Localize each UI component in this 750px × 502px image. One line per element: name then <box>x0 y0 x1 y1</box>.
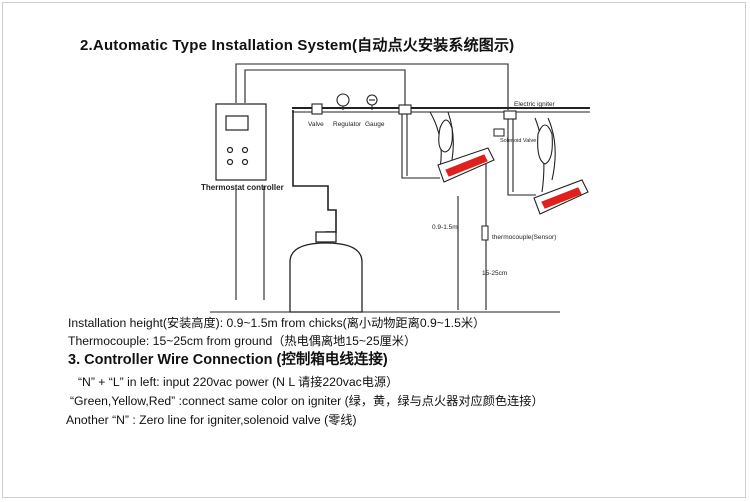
section-2-title: 2.Automatic Type Installation System(自动点… <box>80 37 515 54</box>
heater-1-element <box>445 154 488 177</box>
heater2-drop <box>507 118 536 196</box>
solenoid-valve <box>493 128 505 137</box>
heater-1 <box>429 111 495 183</box>
control-wire-top <box>235 63 509 110</box>
control-wire-inner <box>244 69 406 112</box>
section-3-title: 3. Controller Wire Connection (控制箱电线连接) <box>68 352 388 368</box>
heater-2-element <box>541 187 582 209</box>
junction-1 <box>398 104 412 115</box>
gas-cylinder <box>289 231 363 313</box>
valve <box>311 103 323 115</box>
wire-note-3: Another “N” : Zero line for igniter,sole… <box>66 413 357 427</box>
thermostat-label: Thermostat controller <box>201 183 284 192</box>
wire-note-1: “N” + “L” in left: input 220vac power (N… <box>78 375 399 389</box>
regulator-label: Regulator <box>333 121 362 128</box>
wire-note-2: “Green,Yellow,Red” :connect same color o… <box>70 394 544 408</box>
gas-down-pipe <box>292 110 337 242</box>
thermo-height-label: 15-25cm <box>482 270 508 277</box>
height-label: 0.9-1.5m <box>432 224 458 231</box>
solenoid-label: Solenoid Valve <box>500 138 537 144</box>
heater-2 <box>533 117 589 215</box>
thermocouple-note: Thermocouple: 15~25cm from ground（热电偶离地1… <box>68 334 417 348</box>
valve-label: Valve <box>308 121 324 128</box>
heater1-drop <box>401 112 440 179</box>
gauge-label: Gauge <box>365 121 385 128</box>
thermocouple-sensor <box>481 225 489 241</box>
thermocouple-label: thermocouple(Sensor) <box>492 234 557 241</box>
junction-2 <box>503 110 517 120</box>
regulator <box>336 93 350 110</box>
install-height-note: Installation height(安装高度): 0.9~1.5m from… <box>68 316 486 330</box>
igniter-label: Electric igniter <box>514 101 555 108</box>
gauge <box>366 94 378 110</box>
thermostat-controller <box>215 103 267 181</box>
